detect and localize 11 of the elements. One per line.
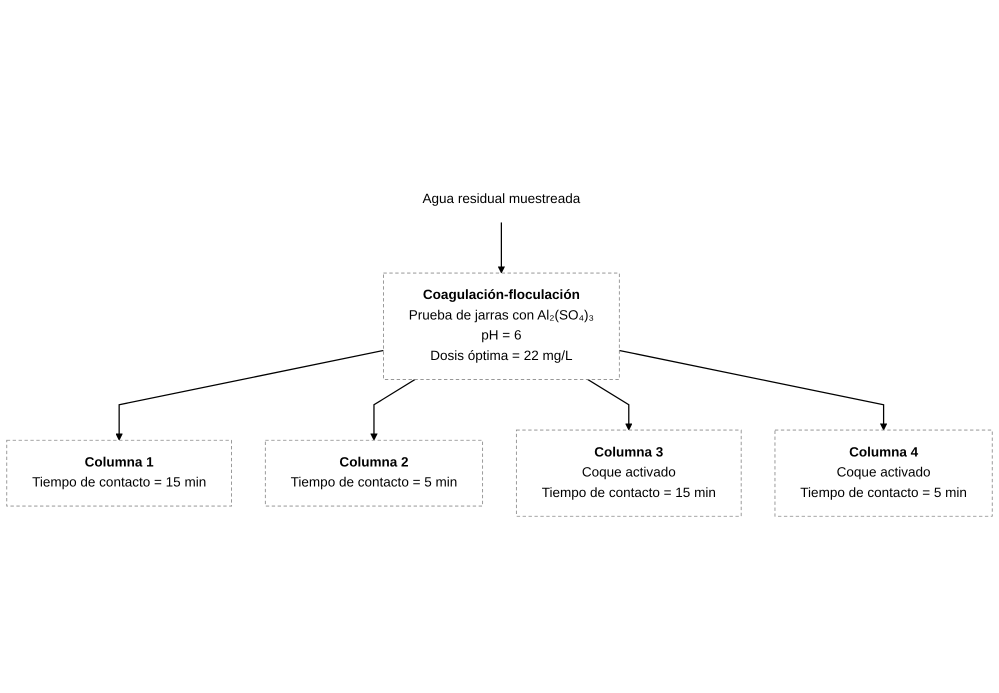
- arrow: [370, 378, 416, 441]
- arrow: [619, 350, 888, 430]
- node-box: Columna 4 Coque activado Tiempo de contacto = 5 min: [774, 430, 993, 517]
- node-box: Coagulación-floculación Prueba de jarras con Al₂(SO₄)₃ pH = 6 Dosis óptima = 22 mg/L: [383, 272, 620, 380]
- arrow: [587, 378, 632, 430]
- node-box: Columna 3 Coque activado Tiempo de contacto = 15 min: [516, 430, 742, 517]
- node-box: Columna 2 Tiempo de contacto = 5 min: [264, 440, 484, 507]
- arrow: [115, 350, 384, 441]
- arrow: [498, 222, 506, 274]
- node-text: Agua residual muestreada: [422, 192, 580, 206]
- node-box: Columna 1 Tiempo de contacto = 15 min: [6, 440, 232, 507]
